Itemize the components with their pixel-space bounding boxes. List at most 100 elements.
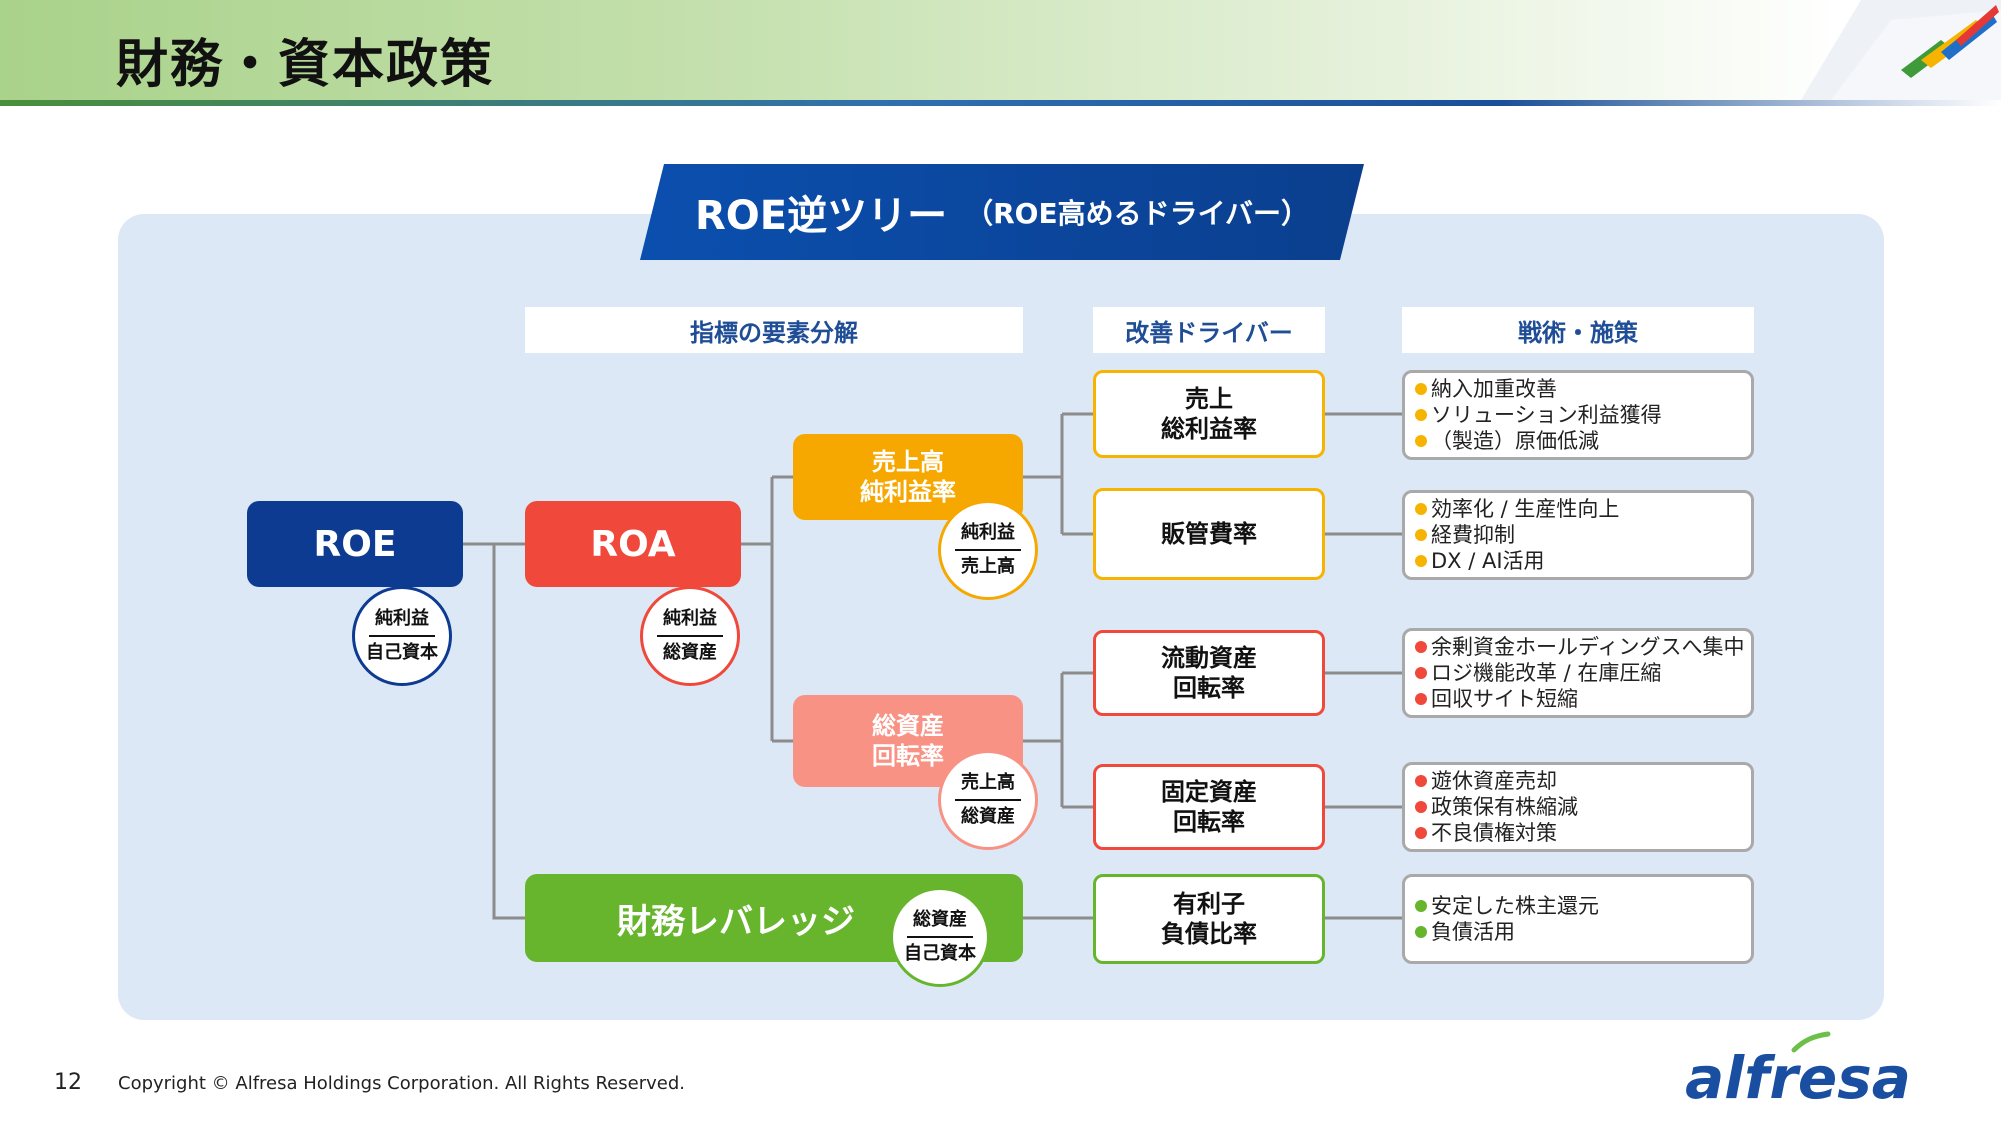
driver-line2: 負債比率: [1161, 920, 1257, 948]
list-item: 負債活用: [1415, 919, 1741, 945]
bullet-icon: [1415, 775, 1427, 787]
list-item: 経費抑制: [1415, 522, 1741, 548]
column-header-decomposition: 指標の要素分解: [525, 307, 1023, 353]
list-item: 納入加重改善: [1415, 376, 1741, 402]
driver-line1: 売上: [1185, 385, 1233, 413]
bullet-icon: [1415, 529, 1427, 541]
header-decoration-icon: [1801, 0, 2001, 100]
tactic-text: ソリューション利益獲得: [1431, 403, 1662, 427]
driver-line2: 回転率: [1173, 674, 1245, 702]
tactic-text: 負債活用: [1431, 920, 1515, 944]
banner-shape: [640, 164, 1364, 260]
column-header-drivers: 改善ドライバー: [1093, 307, 1325, 353]
list-item: 不良債権対策: [1415, 820, 1741, 846]
driver-line2: 総利益率: [1161, 415, 1257, 443]
tactic-text: 政策保有株縮減: [1431, 795, 1578, 819]
fraction-asset-turnover-numerator: 売上高: [955, 771, 1021, 801]
tactic-text: 安定した株主還元: [1431, 894, 1599, 918]
bullet-icon: [1415, 503, 1427, 515]
fraction-financial-leverage-numerator: 総資産: [907, 908, 973, 938]
bullet-icon: [1415, 383, 1427, 395]
fraction-net-profit-margin: 純利益 売上高: [938, 500, 1038, 600]
bullet-icon: [1415, 555, 1427, 567]
tactics-box-4: 遊休資産売却 政策保有株縮減 不良債権対策: [1402, 762, 1754, 852]
tactic-text: 不良債権対策: [1431, 821, 1557, 845]
bullet-icon: [1415, 900, 1427, 912]
driver-gross-profit-margin: 売上 総利益率: [1093, 370, 1325, 458]
tactic-text: ロジ機能改革 / 在庫圧縮: [1431, 661, 1662, 685]
fraction-financial-leverage-denominator: 自己資本: [904, 943, 976, 964]
metric-net-profit-margin-line2: 純利益率: [860, 478, 956, 506]
fraction-roa-numerator: 純利益: [657, 607, 723, 637]
fraction-financial-leverage: 総資産 自己資本: [890, 887, 990, 987]
copyright-text: Copyright © Alfresa Holdings Corporation…: [118, 1073, 685, 1094]
page-title: 財務・資本政策: [116, 35, 495, 95]
tactics-box-5: 安定した株主還元 負債活用: [1402, 874, 1754, 964]
bullet-icon: [1415, 926, 1427, 938]
list-item: ソリューション利益獲得: [1415, 402, 1741, 428]
driver-fixed-asset-turnover: 固定資産 回転率: [1093, 764, 1325, 850]
driver-line1: 流動資産: [1161, 644, 1257, 672]
page-number: 12: [54, 1070, 82, 1095]
title-banner: ROE逆ツリー （ROE高めるドライバー）: [640, 164, 1364, 260]
driver-sga-ratio: 販管費率: [1093, 488, 1325, 580]
fraction-asset-turnover: 売上高 総資産: [938, 750, 1038, 850]
metric-financial-leverage-label: 財務レバレッジ: [617, 901, 855, 942]
fraction-roe: 純利益 自己資本: [352, 586, 452, 686]
tactic-text: 経費抑制: [1431, 523, 1515, 547]
fraction-roa-denominator: 総資産: [663, 642, 717, 663]
metric-roa-label: ROA: [590, 523, 676, 565]
header-rule: [0, 100, 2001, 106]
bullet-icon: [1415, 801, 1427, 813]
tactics-box-1: 納入加重改善 ソリューション利益獲得 （製造）原価低減: [1402, 370, 1754, 460]
alfresa-logo: alfresa: [1685, 1031, 1911, 1108]
list-item: （製造）原価低減: [1415, 428, 1741, 454]
metric-net-profit-margin-line1: 売上高: [872, 448, 944, 476]
banner-subtitle: （ROE高めるドライバー）: [965, 197, 1310, 230]
list-item: 回収サイト短縮: [1415, 686, 1741, 712]
column-header-tactics: 戦術・施策: [1402, 307, 1754, 353]
metric-asset-turnover-line2: 回転率: [872, 742, 944, 770]
tactics-box-2: 効率化 / 生産性向上 経費抑制 DX / AI活用: [1402, 490, 1754, 580]
metric-roe: ROE: [247, 501, 463, 587]
list-item: 効率化 / 生産性向上: [1415, 496, 1741, 522]
fraction-roa: 純利益 総資産: [640, 586, 740, 686]
tactic-text: DX / AI活用: [1431, 549, 1545, 573]
bullet-icon: [1415, 641, 1427, 653]
tactic-text: 遊休資産売却: [1431, 769, 1557, 793]
tactic-text: （製造）原価低減: [1431, 429, 1599, 453]
bullet-icon: [1415, 667, 1427, 679]
bullet-icon: [1415, 693, 1427, 705]
metric-asset-turnover-line1: 総資産: [872, 712, 944, 740]
driver-line1: 販管費率: [1161, 520, 1257, 548]
tactics-box-3: 余剰資金ホールディングスへ集中 ロジ機能改革 / 在庫圧縮 回収サイト短縮: [1402, 628, 1754, 718]
driver-interest-bearing-debt-ratio: 有利子 負債比率: [1093, 874, 1325, 964]
list-item: 政策保有株縮減: [1415, 794, 1741, 820]
driver-line1: 固定資産: [1161, 778, 1257, 806]
bullet-icon: [1415, 827, 1427, 839]
driver-line2: 回転率: [1173, 808, 1245, 836]
logo-text: alfresa: [1685, 1044, 1911, 1108]
fraction-net-profit-margin-denominator: 売上高: [961, 556, 1015, 577]
connector-roe-leverage: [492, 544, 525, 920]
tactic-text: 効率化 / 生産性向上: [1431, 497, 1620, 521]
driver-current-asset-turnover: 流動資産 回転率: [1093, 630, 1325, 716]
bullet-icon: [1415, 435, 1427, 447]
list-item: DX / AI活用: [1415, 548, 1741, 574]
tactic-text: 余剰資金ホールディングスへ集中: [1431, 635, 1745, 659]
fraction-roe-denominator: 自己資本: [366, 642, 438, 663]
tactic-text: 納入加重改善: [1431, 377, 1557, 401]
tactic-text: 回収サイト短縮: [1431, 687, 1578, 711]
list-item: 遊休資産売却: [1415, 768, 1741, 794]
list-item: 安定した株主還元: [1415, 893, 1741, 919]
fraction-asset-turnover-denominator: 総資産: [961, 806, 1015, 827]
list-item: 余剰資金ホールディングスへ集中: [1415, 634, 1745, 660]
banner-title: ROE逆ツリー: [694, 193, 948, 239]
driver-line1: 有利子: [1173, 890, 1245, 918]
metric-roe-label: ROE: [313, 523, 397, 565]
metric-roa: ROA: [525, 501, 741, 587]
bullet-icon: [1415, 409, 1427, 421]
fraction-roe-numerator: 純利益: [369, 607, 435, 637]
fraction-net-profit-margin-numerator: 純利益: [955, 521, 1021, 551]
